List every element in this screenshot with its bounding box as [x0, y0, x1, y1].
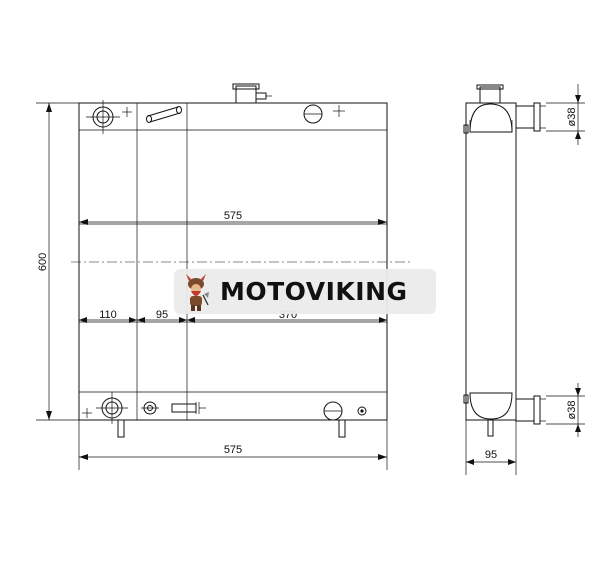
side-bottom-pipe [515, 395, 546, 425]
crosshair-mark-2 [333, 105, 345, 117]
pipe-bottom-label: ø38 [566, 401, 578, 420]
motoviking-logo: MOTOVIKING [174, 269, 436, 314]
top-left-port [86, 100, 120, 134]
bottom-right-port [323, 401, 343, 421]
front-view [71, 83, 412, 438]
top-right-port [303, 104, 323, 124]
bottom-width-dimension: 575 [78, 420, 388, 470]
top-width-label: 575 [224, 210, 242, 222]
side-view [463, 84, 546, 437]
height-dimension: 600 [36, 102, 79, 421]
viking-mascot-icon [186, 274, 209, 311]
side-filler [479, 86, 501, 104]
height-label: 600 [37, 253, 49, 271]
crosshair-mark-3 [82, 408, 92, 418]
drain-stub-left [117, 419, 125, 438]
depth-dimension: 95 [465, 420, 517, 475]
bottom-width-label: 575 [224, 444, 242, 456]
pipe-dimension-bottom: ø38 [546, 383, 585, 437]
segment-label-2: 95 [156, 309, 168, 321]
logo-wordmark: MOTOVIKING [220, 277, 408, 306]
depth-label: 95 [485, 449, 497, 461]
bottom-inlet [171, 402, 206, 414]
drain-stub-right [338, 419, 346, 438]
segment-label-1: 110 [99, 309, 117, 321]
side-top-pipe [515, 102, 546, 132]
top-width-dimension: 575 [79, 210, 387, 225]
side-bottom-tank [469, 392, 513, 420]
radiator-outline [78, 102, 388, 421]
bottom-mid-port [141, 401, 159, 415]
drain-plug [357, 406, 367, 416]
filler-neck [232, 83, 272, 104]
angled-inlet [146, 106, 182, 123]
pipe-top-label: ø38 [566, 108, 578, 127]
side-drain [487, 419, 494, 437]
side-top-tank [469, 103, 513, 133]
crosshair-mark-1 [122, 107, 132, 117]
bottom-left-port [96, 392, 128, 424]
pipe-dimension-top: ø38 [546, 84, 585, 145]
side-body [465, 102, 517, 421]
side-bracket [463, 394, 469, 404]
